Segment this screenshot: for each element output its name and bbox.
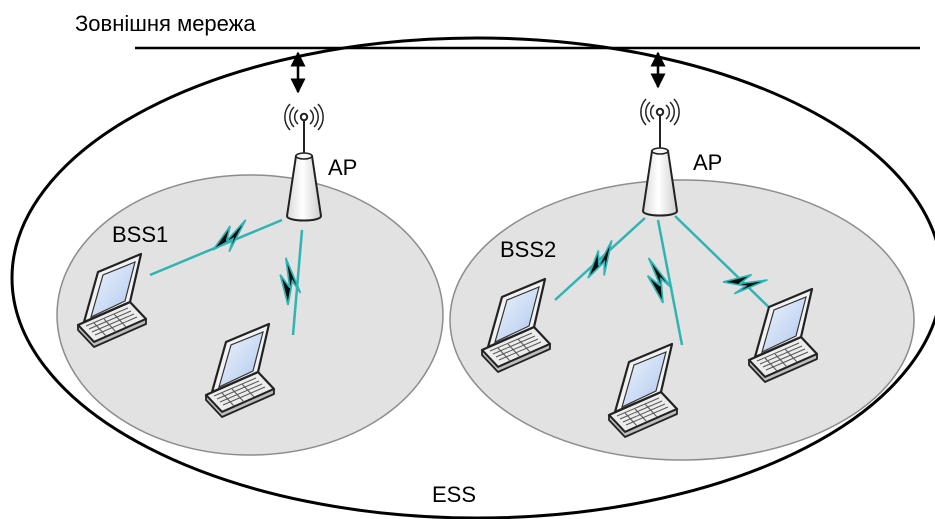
wireless-link <box>263 229 314 336</box>
bss2-area <box>449 179 915 461</box>
access-point-icon <box>283 103 325 222</box>
wireless-link <box>674 215 783 321</box>
bss2-label: BSS2 <box>500 237 556 262</box>
wireless-link <box>634 219 684 346</box>
bss1-area <box>56 174 444 456</box>
wireless-link <box>149 218 283 277</box>
ap2-label: AP <box>693 150 722 175</box>
ap1-label: AP <box>328 155 357 180</box>
wireless-link <box>554 217 646 301</box>
bss1-label: BSS1 <box>112 222 168 247</box>
external-network-label: Зовнішня мережа <box>75 11 256 36</box>
ess-ellipse <box>10 36 935 519</box>
access-point-icon <box>639 98 681 217</box>
ess-label: ESS <box>432 482 476 507</box>
